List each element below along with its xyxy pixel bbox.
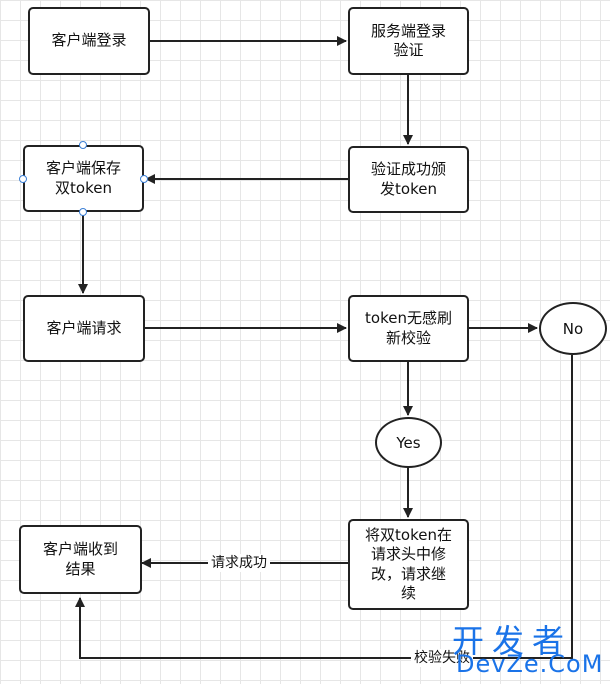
verify-issue-node[interactable]: 验证成功颁 发token bbox=[348, 146, 469, 213]
client-receive-node[interactable]: 客户端收到 结果 bbox=[19, 525, 142, 594]
server-verify-node[interactable]: 服务端登录 验证 bbox=[348, 7, 469, 75]
put-header-label: 将双token在 请求头中修 改，请求继 续 bbox=[365, 525, 452, 603]
request-success-label: 请求成功 bbox=[208, 554, 270, 572]
yes-decision-node[interactable]: Yes bbox=[375, 417, 442, 468]
token-check-node[interactable]: token无感刷 新校验 bbox=[348, 295, 469, 362]
selection-handle-top[interactable] bbox=[79, 141, 87, 149]
yes-label: Yes bbox=[396, 433, 421, 452]
watermark-domain: DevZe.CoM bbox=[456, 650, 604, 678]
selection-handle-bottom[interactable] bbox=[79, 208, 87, 216]
token-check-label: token无感刷 新校验 bbox=[365, 309, 452, 347]
no-label: No bbox=[562, 319, 584, 338]
selection-handle-right[interactable] bbox=[140, 175, 148, 183]
server-verify-label: 服务端登录 验证 bbox=[370, 21, 446, 60]
client-login-node[interactable]: 客户端登录 bbox=[28, 7, 150, 75]
edge-no-to-receive bbox=[75, 355, 573, 659]
client-login-label: 客户端登录 bbox=[51, 31, 127, 50]
client-save-label: 客户端保存 双token bbox=[45, 159, 121, 197]
verify-fail-label: 校验失败 bbox=[411, 649, 473, 667]
put-header-node[interactable]: 将双token在 请求头中修 改，请求继 续 bbox=[348, 519, 469, 610]
verify-issue-label: 验证成功颁 发token bbox=[370, 160, 446, 198]
selection-handle-left[interactable] bbox=[19, 175, 27, 183]
client-receive-label: 客户端收到 结果 bbox=[42, 540, 118, 578]
watermark-logo: 开发者 bbox=[452, 622, 573, 660]
no-decision-node[interactable]: No bbox=[539, 302, 607, 355]
client-save-node[interactable]: 客户端保存 双token bbox=[23, 145, 144, 212]
client-request-node[interactable]: 客户端请求 bbox=[23, 295, 145, 362]
client-request-label: 客户端请求 bbox=[46, 318, 122, 337]
